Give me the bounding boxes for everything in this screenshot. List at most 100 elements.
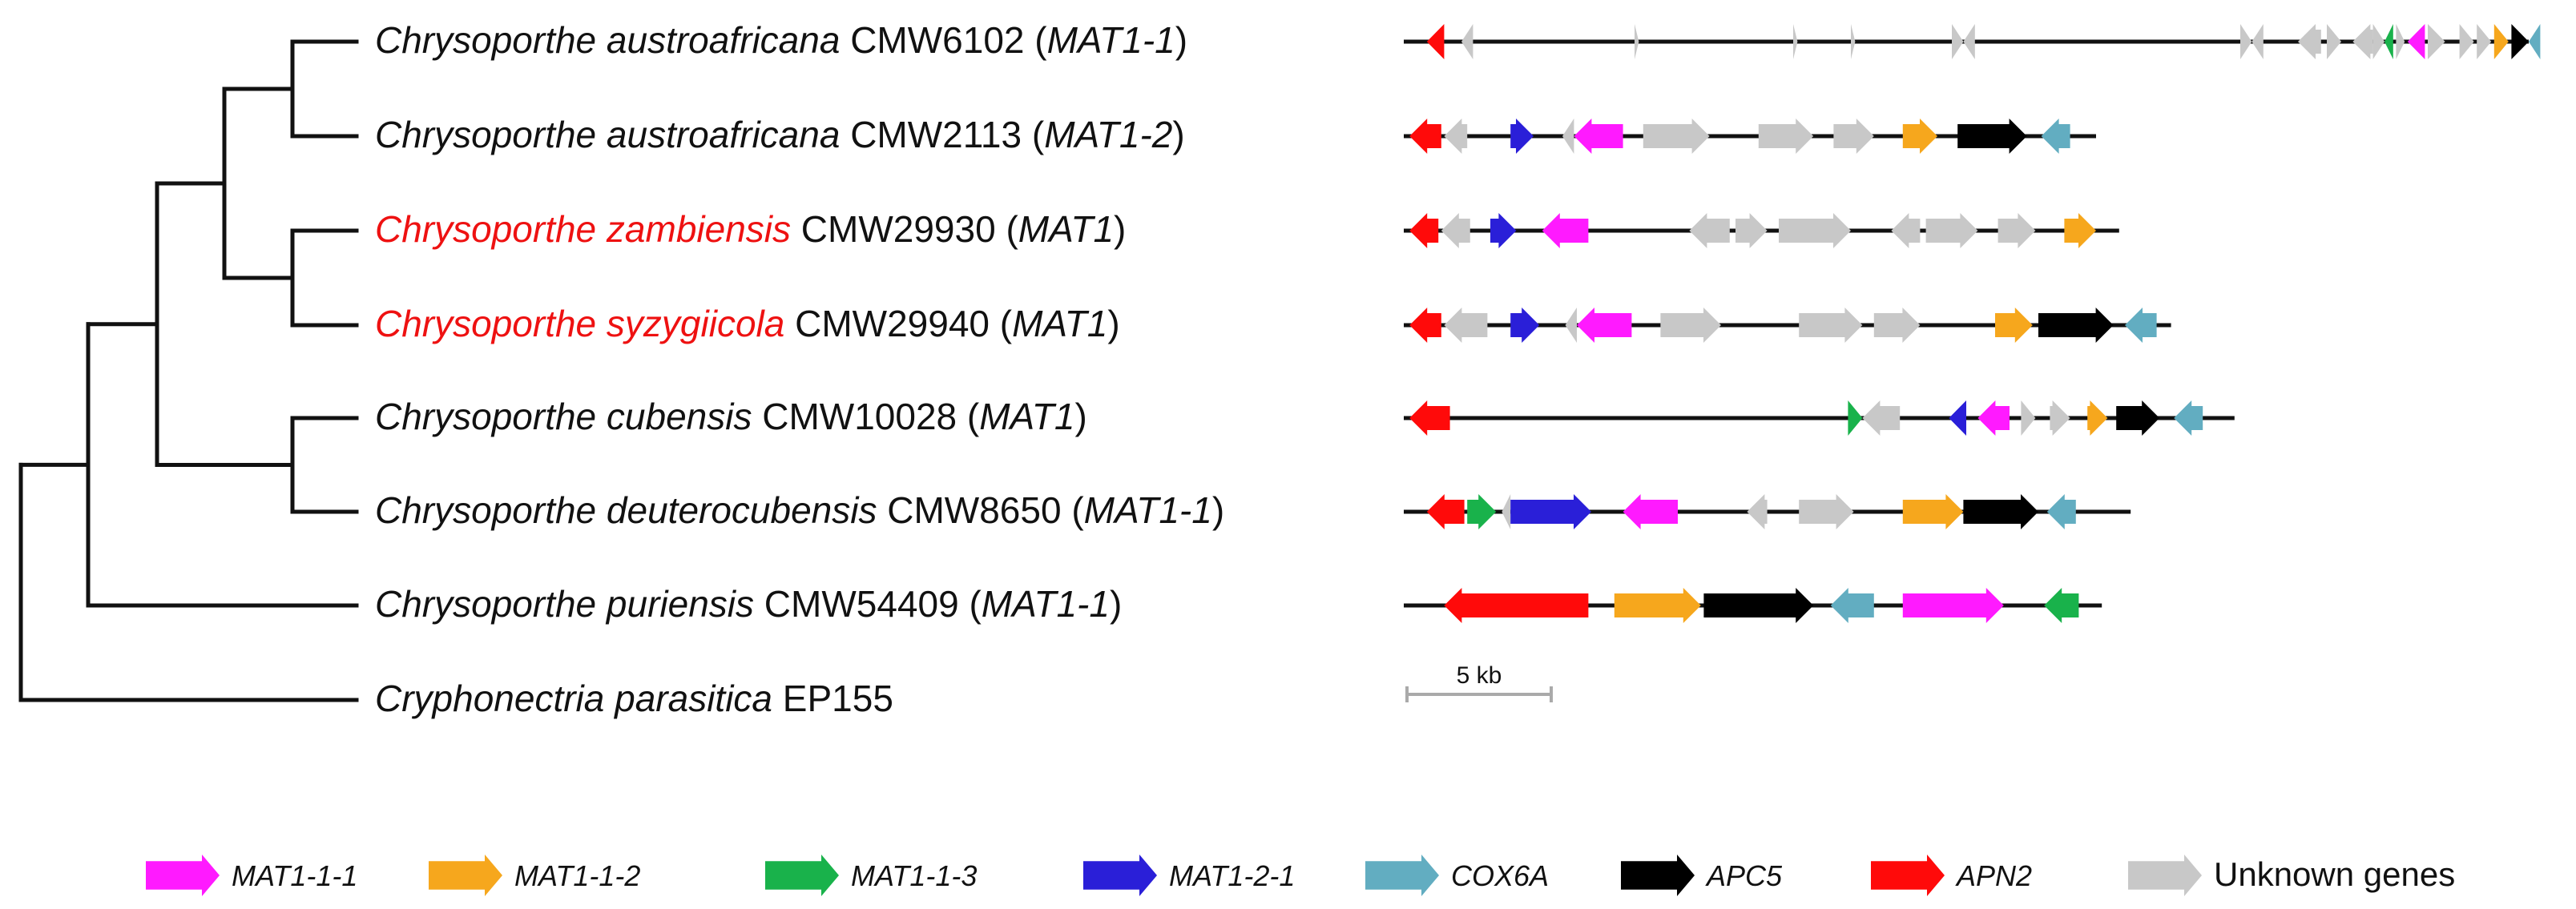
taxon-labels: Chrysoporthe austroafricana CMW6102 ( MAT… bbox=[375, 19, 1224, 719]
taxon-label: Chrysoporthe austroafricana CMW2113 (MAT… bbox=[375, 114, 1185, 155]
gene-arrow-unknown bbox=[1689, 213, 1730, 248]
taxon-strain: EP155 bbox=[772, 678, 893, 719]
taxon-mat-close: ) bbox=[1172, 114, 1184, 155]
gene-arrow-unknown bbox=[1635, 24, 1639, 59]
gene-arrow-cox6a bbox=[2046, 494, 2076, 529]
taxon-mat-type: MAT1-1 bbox=[1084, 489, 1212, 531]
gene-arrow-unknown bbox=[2459, 24, 2474, 59]
legend-label: MAT1-1-1 bbox=[232, 859, 357, 892]
gene-arrow-unknown bbox=[2352, 24, 2373, 59]
legend-swatch-unknown bbox=[2128, 855, 2202, 896]
taxon-label: Chrysoporthe zambiensis CMW29930 (MAT1) bbox=[375, 208, 1126, 250]
legend-label: APC5 bbox=[1705, 859, 1783, 892]
gene-arrow-mat1-1-1 bbox=[1574, 119, 1623, 154]
taxon-strain: CMW8650 ( bbox=[877, 489, 1084, 531]
taxon-species-name: Cryphonectria parasitica bbox=[375, 678, 772, 719]
taxon-mat-type: MAT1-1 bbox=[982, 583, 1110, 625]
gene-arrow-mat1-1-3 bbox=[2044, 588, 2079, 623]
legend-swatch-mat1-1-1 bbox=[146, 855, 220, 896]
taxon-label: Chrysoporthe cubensis CMW10028 (MAT1) bbox=[375, 396, 1087, 437]
gene-arrow-mat1-1-1 bbox=[1542, 213, 1589, 248]
taxon-label: Chrysoporthe deuterocubensis CMW8650 (MA… bbox=[375, 489, 1224, 531]
gene-arrow-unknown bbox=[1779, 213, 1851, 248]
taxon-mat-close: ) bbox=[1212, 489, 1224, 531]
gene-arrow-apc5 bbox=[2116, 400, 2160, 436]
locus-row bbox=[1404, 308, 2171, 343]
scale-bar-label: 5 kb bbox=[1457, 662, 1502, 689]
locus-row bbox=[1404, 119, 2096, 154]
taxon-strain: CMW10028 ( bbox=[752, 396, 979, 437]
gene-arrow-apn2 bbox=[1409, 308, 1441, 343]
gene-arrow-mat1-1-2 bbox=[2493, 24, 2509, 59]
gene-arrow-mat1-1-3 bbox=[1848, 400, 1863, 436]
gene-arrow-mat1-1-1 bbox=[2407, 24, 2425, 59]
gene-arrow-mat1-2-1 bbox=[1490, 213, 1517, 248]
gene-arrow-unknown bbox=[2240, 24, 2252, 59]
gene-arrow-unknown bbox=[1799, 494, 1854, 529]
taxon-mat-close: ) bbox=[1110, 583, 1122, 625]
gene-arrow-unknown bbox=[1444, 119, 1468, 154]
gene-arrow-apn2 bbox=[1409, 213, 1439, 248]
taxon-mat-type: MAT1 bbox=[979, 396, 1074, 437]
gene-arrow-unknown bbox=[1441, 213, 1470, 248]
taxon-label: Cryphonectria parasitica EP155 bbox=[375, 678, 893, 719]
legend-item: MAT1-1-1 bbox=[146, 855, 357, 896]
legend-label: MAT1-2-1 bbox=[1169, 859, 1295, 892]
gene-arrow-unknown bbox=[1925, 213, 1978, 248]
taxon-mat-close: ) bbox=[1175, 19, 1187, 61]
legend-item: MAT1-1-2 bbox=[429, 855, 640, 896]
gene-arrow-mat1-1-2 bbox=[1614, 588, 1701, 623]
gene-arrow-mat1-1-2 bbox=[1902, 494, 1964, 529]
gene-arrow-apn2 bbox=[1444, 588, 1589, 623]
gene-arrow-mat1-1-2 bbox=[2064, 213, 2096, 248]
gene-arrow-cox6a bbox=[2174, 400, 2203, 436]
legend-swatch-apc5 bbox=[1621, 855, 1695, 896]
gene-arrow-unknown bbox=[1562, 119, 1574, 154]
legend-swatch-apn2 bbox=[1871, 855, 1945, 896]
gene-arrow-unknown bbox=[1502, 494, 1511, 529]
taxon-species-name: Chrysoporthe austroafricana bbox=[375, 114, 840, 155]
locus-row bbox=[1404, 24, 2541, 59]
gene-arrow-unknown bbox=[1963, 24, 1975, 59]
gene-arrow-apc5 bbox=[1957, 119, 2027, 154]
gene-arrow-unknown bbox=[1873, 308, 1921, 343]
legend-swatch-mat1-1-2 bbox=[429, 855, 502, 896]
gene-arrow-mat1-1-1 bbox=[1902, 588, 2004, 623]
gene-arrow-mat1-2-1 bbox=[1510, 494, 1591, 529]
gene-arrow-unknown bbox=[2298, 24, 2321, 59]
gene-arrow-unknown bbox=[2021, 400, 2036, 436]
scale-bar: 5 kb bbox=[1405, 662, 1553, 702]
taxon-strain: CMW6102 ( bbox=[840, 19, 1047, 61]
taxon-label: Chrysoporthe puriensis CMW54409 (MAT1-1) bbox=[375, 583, 1122, 625]
taxon-species-name: Chrysoporthe austroafricana bbox=[375, 19, 840, 61]
legend-item: APC5 bbox=[1621, 855, 1783, 896]
taxon-mat-type: MAT1-2 bbox=[1044, 114, 1172, 155]
gene-arrow-unknown bbox=[1758, 119, 1814, 154]
gene-arrow-unknown bbox=[1833, 119, 1874, 154]
gene-arrow-unknown bbox=[1660, 308, 1721, 343]
gene-arrow-mat1-1-1 bbox=[1577, 308, 1632, 343]
gene-arrow-cox6a bbox=[2041, 119, 2070, 154]
gene-arrow-unknown bbox=[2327, 24, 2341, 59]
gene-arrow-unknown bbox=[1799, 308, 1863, 343]
gene-arrow-unknown bbox=[2428, 24, 2445, 59]
gene-arrow-unknown bbox=[1735, 213, 1768, 248]
locus-maps bbox=[1404, 24, 2541, 623]
gene-arrow-unknown bbox=[1862, 400, 1901, 436]
taxon-mat-close: ) bbox=[1075, 396, 1087, 437]
gene-arrow-mat1-1-2 bbox=[1995, 308, 2033, 343]
gene-arrow-unknown bbox=[2251, 24, 2264, 59]
taxon-species-name: Chrysoporthe puriensis bbox=[375, 583, 754, 625]
gene-arrow-mat1-1-2 bbox=[2087, 400, 2108, 436]
taxon-strain: CMW54409 ( bbox=[754, 583, 982, 625]
legend-item: MAT1-2-1 bbox=[1083, 855, 1295, 896]
taxon-species-name: Chrysoporthe syzygiicola bbox=[375, 303, 784, 344]
legend-swatch-mat1-2-1 bbox=[1083, 855, 1157, 896]
gene-arrow-apn2 bbox=[1426, 494, 1465, 529]
phylogenetic-tree bbox=[18, 39, 359, 702]
legend-item: COX6A bbox=[1365, 855, 1549, 896]
gene-arrow-mat1-1-1 bbox=[1623, 494, 1678, 529]
legend-label: MAT1-1-2 bbox=[514, 859, 640, 892]
